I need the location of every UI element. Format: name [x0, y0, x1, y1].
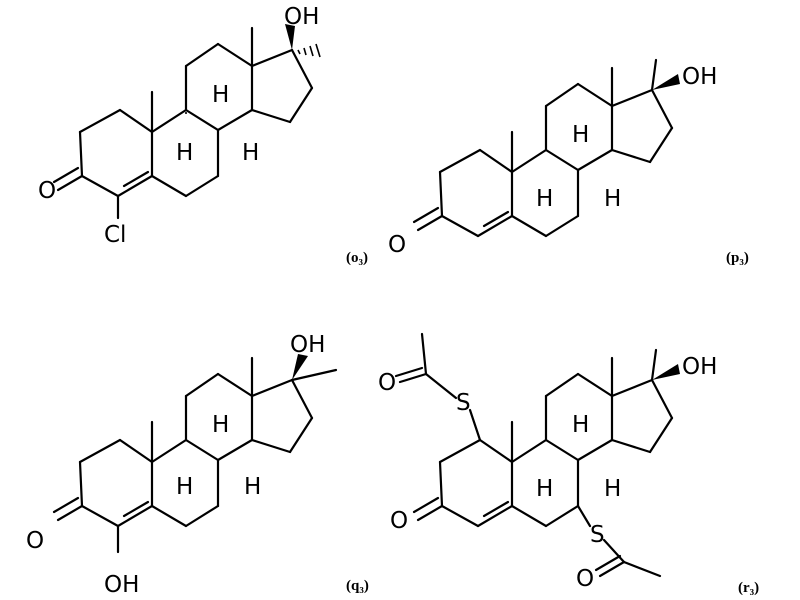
wedge-bond — [292, 354, 308, 380]
hydrogen-label: H — [212, 412, 229, 438]
acetyl-oxygen-label: O — [576, 566, 594, 592]
hydrogen-label: H — [572, 122, 589, 148]
hydrogen-label: H — [604, 476, 621, 502]
caption-o3: (o₃) — [346, 250, 368, 266]
hydrogen-label: H — [604, 186, 621, 212]
hydrogen-label: H — [572, 412, 589, 438]
wedge-bond — [285, 24, 295, 50]
hashed-bonds — [185, 43, 321, 114]
caption-q3: (q₃) — [346, 578, 369, 594]
hydroxyl-label: OH — [290, 332, 325, 358]
skeleton-bonds — [412, 58, 674, 238]
sulfur-label: S — [456, 390, 471, 416]
skeleton-bonds — [394, 332, 674, 578]
acetyl-oxygen-label: O — [378, 370, 396, 396]
hydrogen-label: H — [242, 140, 259, 166]
wedge-bond — [652, 74, 680, 90]
oxygen-label: O — [390, 508, 408, 534]
hydrogen-label: H — [536, 476, 553, 502]
hydrogen-label: H — [212, 82, 229, 108]
hydrogen-label: H — [176, 474, 193, 500]
sulfur-label: S — [590, 522, 605, 548]
hydroxyl-sub-label: OH — [104, 572, 139, 598]
hydroxyl-label: OH — [682, 354, 717, 380]
hydrogen-label: H — [176, 140, 193, 166]
compound-q3: OH H H H O OH (q₃) — [26, 332, 369, 598]
hydroxyl-label: OH — [682, 64, 717, 90]
caption-r3: (r₃) — [738, 580, 759, 596]
caption-p3: (p₃) — [726, 250, 749, 266]
hydrogen-label: H — [244, 474, 261, 500]
hydroxyl-label: OH — [284, 4, 319, 30]
skeleton-bonds — [52, 26, 314, 220]
wedge-bond — [652, 364, 680, 380]
oxygen-label: O — [38, 178, 56, 204]
oxygen-label: O — [388, 232, 406, 258]
oxygen-label: O — [26, 528, 44, 554]
chlorine-label: Cl — [104, 222, 126, 248]
hydrogen-label: H — [536, 186, 553, 212]
skeleton-bonds — [52, 356, 338, 554]
compound-o3: OH H H H O Cl (o₃) — [38, 4, 368, 266]
compound-p3: OH H H H O (p₃) — [388, 58, 749, 266]
compound-r3: OH H H H O S S O O (r₃) — [378, 332, 759, 596]
